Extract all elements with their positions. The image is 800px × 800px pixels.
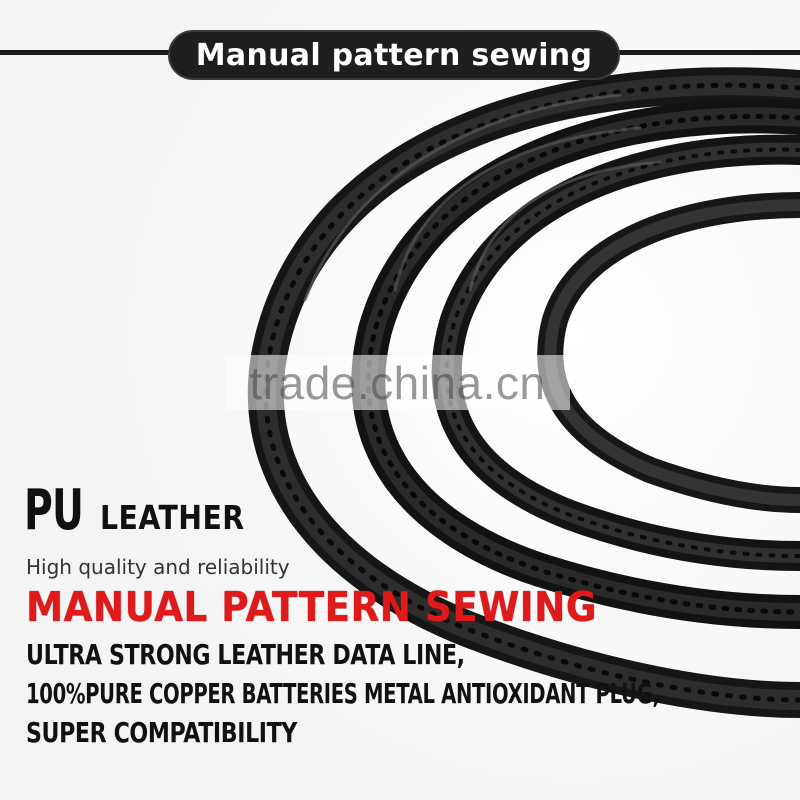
material-big-text: PU xyxy=(24,478,84,543)
watermark: trade.china.cn xyxy=(225,355,570,410)
material-small-text: LEATHER xyxy=(100,498,245,537)
feature-line-3: SUPER COMPATIBILITY xyxy=(26,716,297,749)
sewing-heading: MANUAL PATTERN SEWING xyxy=(26,583,597,631)
feature-line-1: ULTRA STRONG LEATHER DATA LINE, xyxy=(26,638,465,671)
material-title: PU LEATHER xyxy=(24,478,268,543)
subtitle: High quality and reliability xyxy=(26,555,290,579)
feature-line-2: 100%PURE COPPER BATTERIES METAL ANTIOXID… xyxy=(26,677,660,710)
banner-pill: Manual pattern sewing xyxy=(168,30,620,80)
banner-title: Manual pattern sewing xyxy=(195,37,593,73)
watermark-text: trade.china.cn xyxy=(249,356,546,409)
